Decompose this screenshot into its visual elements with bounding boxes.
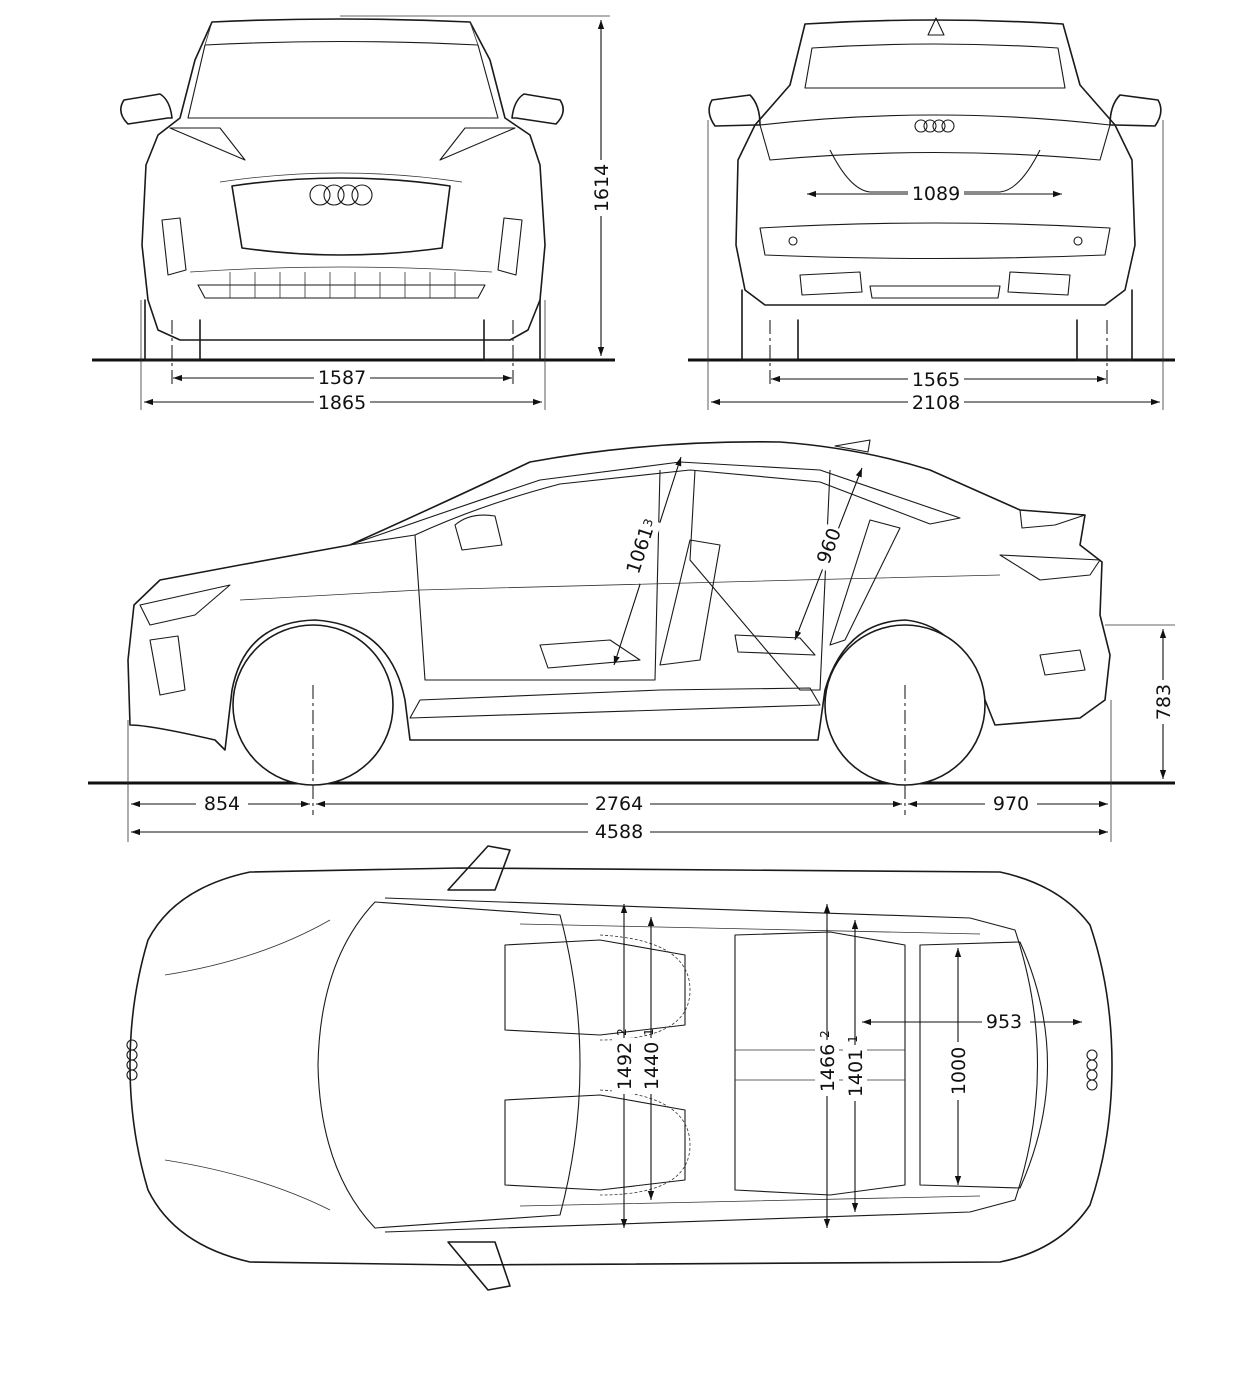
wheelbase-label: 2764	[595, 793, 643, 815]
front-elbow-note: 1	[642, 1028, 656, 1036]
front-left-tyre	[144, 299, 201, 361]
front-shoulder-width-label: 1492	[614, 1042, 636, 1090]
top-view: 1492 2 1440 1 1466 2 1401 1 953 1000	[126, 845, 1113, 1291]
rear-right-tyre	[1076, 289, 1133, 361]
front-elbow-width-label: 1440	[641, 1042, 663, 1090]
front-view: 1614 1587 1865	[92, 15, 615, 414]
front-height-label: 1614	[591, 164, 613, 212]
top-body-outline	[129, 867, 1113, 1266]
rear-elbow-note: 1	[846, 1035, 860, 1043]
rear-overhang-label: 970	[993, 793, 1029, 815]
top-rear-logo	[1086, 1049, 1098, 1091]
rear-width-label: 2108	[912, 392, 960, 414]
rear-headroom-label: 960	[813, 525, 846, 567]
front-track-label: 1587	[318, 367, 366, 389]
length-label: 4588	[595, 821, 643, 843]
trunk-length-label: 953	[986, 1011, 1022, 1033]
rear-shoulder-note: 2	[818, 1030, 832, 1038]
front-width-label: 1865	[318, 392, 366, 414]
rear-right-mirror	[1109, 94, 1162, 127]
rear-track-label: 1565	[912, 369, 960, 391]
rear-rings-logo	[914, 119, 955, 133]
front-overhang-label: 854	[204, 793, 240, 815]
front-shoulder-note: 2	[615, 1028, 629, 1036]
top-left-mirror	[447, 845, 511, 891]
front-right-tyre	[483, 299, 541, 361]
rear-elbow-width-label: 1401	[845, 1049, 867, 1097]
trunk-width-label: 1000	[948, 1047, 970, 1095]
front-body-outline	[141, 18, 546, 341]
rear-left-mirror	[708, 94, 761, 127]
front-left-seat	[504, 939, 686, 1036]
loading-height-label: 783	[1153, 684, 1175, 720]
front-right-mirror	[511, 93, 564, 125]
front-headroom-note: 3	[640, 517, 656, 529]
front-left-mirror	[120, 93, 173, 125]
front-rings-logo	[309, 184, 373, 206]
front-headroom-label: 1061	[622, 524, 658, 577]
side-view: 1061 3 960 783 854 2764 970 4588	[88, 439, 1175, 843]
top-front-logo	[126, 1039, 138, 1081]
front-right-seat	[504, 1094, 686, 1191]
rear-view: 1089 1565 2108	[688, 17, 1175, 414]
top-right-mirror	[447, 1241, 511, 1291]
front-grille	[231, 177, 451, 256]
rear-trunk-width-label: 1089	[912, 183, 960, 205]
rear-shoulder-width-label: 1466	[817, 1044, 839, 1092]
rear-left-tyre	[741, 289, 799, 361]
rear-body-outline	[735, 19, 1136, 306]
